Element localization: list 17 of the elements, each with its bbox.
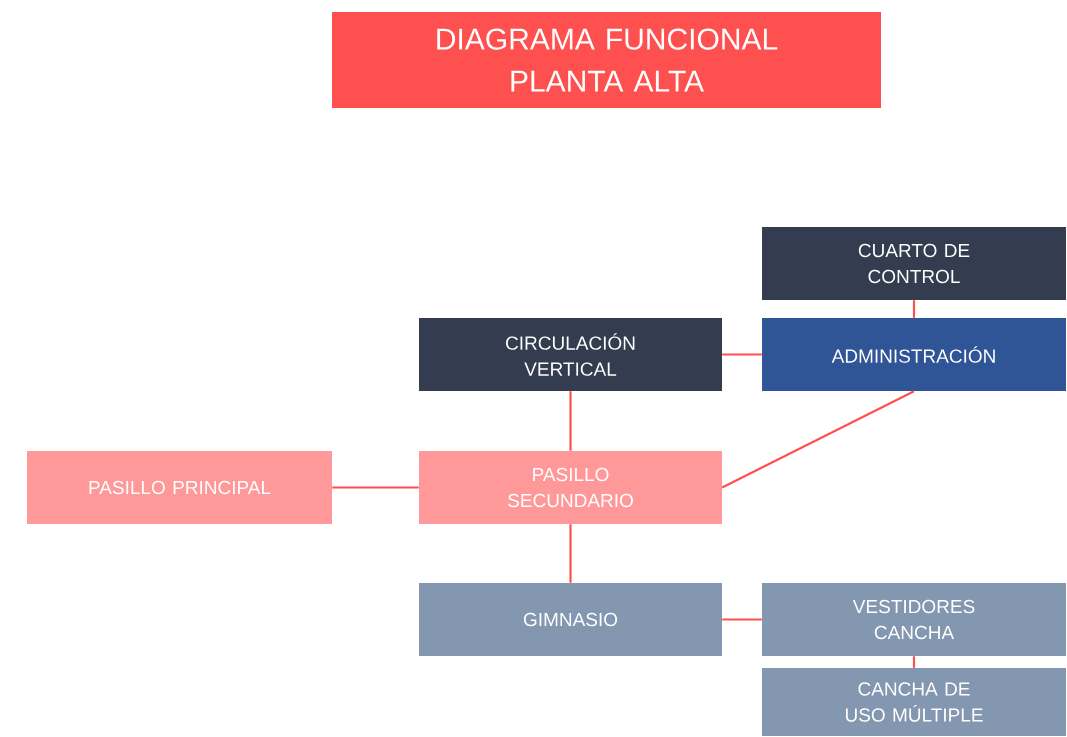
room-box: CUARTO DE CONTROL <box>762 227 1066 300</box>
room-box: PASILLO PRINCIPAL <box>27 451 332 524</box>
room-box: PASILLO SECUNDARIO <box>419 451 722 524</box>
room-box: GIMNASIO <box>419 583 722 656</box>
connector-line <box>569 524 572 583</box>
room-box: CANCHA DE USO MÚLTIPLE <box>762 668 1066 736</box>
room-box: VESTIDORES CANCHA <box>762 583 1066 656</box>
title-banner: DIAGRAMA FUNCIONAL PLANTA ALTA <box>332 12 881 108</box>
connector-line <box>912 656 916 668</box>
connector-line <box>569 391 572 451</box>
room-box: CIRCULACIÓN VERTICAL <box>419 318 722 391</box>
connector-line <box>721 390 915 489</box>
connector-line <box>722 353 762 356</box>
connector-line <box>912 300 916 318</box>
room-box: ADMINISTRACIÓN <box>762 318 1066 391</box>
connector-line <box>332 486 419 489</box>
connector-line <box>722 618 762 621</box>
